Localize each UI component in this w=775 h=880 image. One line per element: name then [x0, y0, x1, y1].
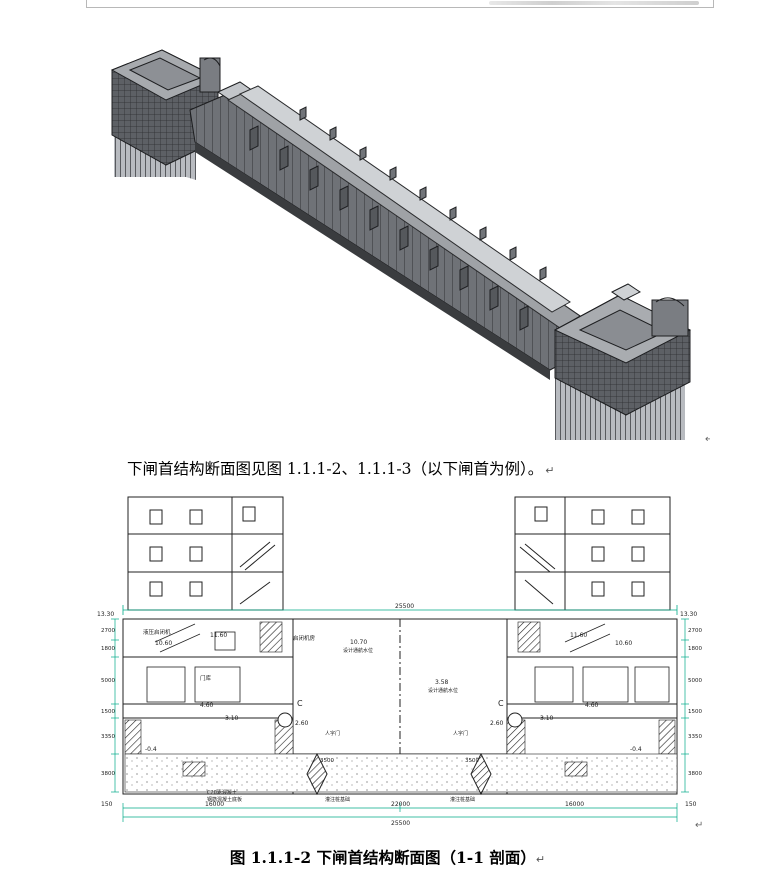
- header-text-blur: [489, 1, 699, 5]
- dim-edge-left: 150: [101, 801, 113, 808]
- dim-half-right: 16000: [565, 801, 584, 808]
- figure-caption: 图 1.1.1-2 下闸首结构断面图（1-1 剖面）↵: [0, 846, 775, 868]
- vdim-2: 1800: [101, 646, 115, 652]
- room-label-2: 门库: [200, 674, 212, 682]
- bottom-note-4: 灌注桩基础: [450, 796, 475, 803]
- left-vertical-dims: [111, 618, 689, 793]
- water-level-2: 3.58: [435, 679, 449, 686]
- figure-caption-text: 图 1.1.1-2 下闸首结构断面图（1-1 剖面）: [229, 848, 536, 867]
- right-head-block: [553, 283, 692, 416]
- vdim-6: 3800: [101, 771, 115, 777]
- room-label-3: 启闭机房: [293, 634, 316, 642]
- water-level-1: 10.70: [350, 639, 367, 646]
- left-building: [127, 496, 284, 611]
- paragraph-text: 下闸首结构断面图见图 1.1.1-2、1.1.1-3（以下闸首为例）。: [127, 460, 544, 478]
- vdim-3: 5000: [101, 678, 115, 684]
- chamber-walls: [189, 81, 587, 380]
- elev-left-4: 3.10: [225, 715, 239, 722]
- span-dim-left: 3500: [320, 758, 334, 764]
- vdim-r3: 5000: [688, 678, 702, 684]
- room-label-1: 液压启闭机: [143, 628, 171, 636]
- elev-right-2: 10.60: [615, 640, 632, 647]
- elev-left-1: 11.60: [210, 632, 227, 639]
- elev-left-2: 10.60: [155, 640, 172, 647]
- right-rooms: [534, 623, 670, 703]
- vdim-r2: 1800: [688, 646, 702, 652]
- elev-right-3: 4.60: [585, 702, 599, 709]
- return-mark-1: ↵: [705, 434, 710, 445]
- dim-total-bottom: 25500: [391, 820, 410, 827]
- water-label-1: 设计通航水位: [343, 647, 373, 654]
- elev-left-5: 2.60: [295, 720, 309, 727]
- body-paragraph: 下闸首结构断面图见图 1.1.1-2、1.1.1-3（以下闸首为例）。↵: [127, 457, 554, 479]
- bottom-dimensions: [122, 803, 678, 822]
- cross-section-figure: 25500: [95, 492, 705, 831]
- lock-3d-model-figure: ↵: [100, 30, 713, 445]
- elev-right-5: 2.60: [490, 720, 504, 727]
- top-elevation-right: 13.30: [680, 611, 697, 618]
- vdim-5: 3350: [101, 734, 115, 740]
- vdim-r4: 1500: [688, 709, 702, 715]
- far-wall-teeth: [299, 106, 547, 281]
- cross-section-drawing: 25500: [97, 496, 703, 831]
- return-mark-2: ↵: [545, 464, 555, 477]
- gate-label-right: 人字门: [453, 730, 468, 737]
- gate-label-left: 人字门: [325, 730, 340, 737]
- bottom-note-3: 灌注桩基础: [325, 796, 350, 803]
- dim-inner: 22000: [391, 801, 410, 808]
- top-dimension: [122, 605, 678, 615]
- return-mark-4: ↵: [535, 853, 546, 866]
- section-mark-left: C: [297, 699, 303, 708]
- vdim-r6: 3800: [688, 771, 702, 777]
- dim-total-top: 25500: [395, 603, 414, 610]
- dim-edge-right: 150: [685, 801, 697, 808]
- top-elevation-left: 13.30: [97, 611, 114, 618]
- elev-right-4: 3.10: [540, 715, 554, 722]
- elev-right-6: -0.4: [630, 746, 642, 753]
- vdim-r5: 3350: [688, 734, 702, 740]
- water-label-2: 设计通航水位: [428, 687, 458, 694]
- left-rooms: [146, 623, 241, 703]
- dim-half-left: 16000: [205, 801, 224, 808]
- elev-right-1: 11.60: [570, 632, 587, 639]
- wall-buttresses: [249, 125, 529, 331]
- vdim-1: 2700: [101, 628, 115, 634]
- gate-pivots: [277, 712, 523, 796]
- lock-3d-model-image: ↵: [110, 49, 713, 445]
- page-header-bar: [86, 0, 714, 8]
- vdim-4: 1500: [101, 709, 115, 715]
- return-mark-3: ↵: [695, 820, 703, 830]
- bottom-note-2: 钢筋混凝土底板: [207, 796, 242, 803]
- left-head-block: [110, 49, 221, 166]
- bottom-note-1: C20素混凝土: [207, 789, 237, 796]
- vdim-r1: 2700: [688, 628, 702, 634]
- section-mark-right: C: [498, 699, 504, 708]
- hatched-walls: [124, 621, 678, 793]
- right-building: [514, 496, 671, 611]
- span-dim-right: 3500: [465, 758, 479, 764]
- elev-left-6: -0.4: [145, 746, 157, 753]
- elev-left-3: 4.60: [200, 702, 214, 709]
